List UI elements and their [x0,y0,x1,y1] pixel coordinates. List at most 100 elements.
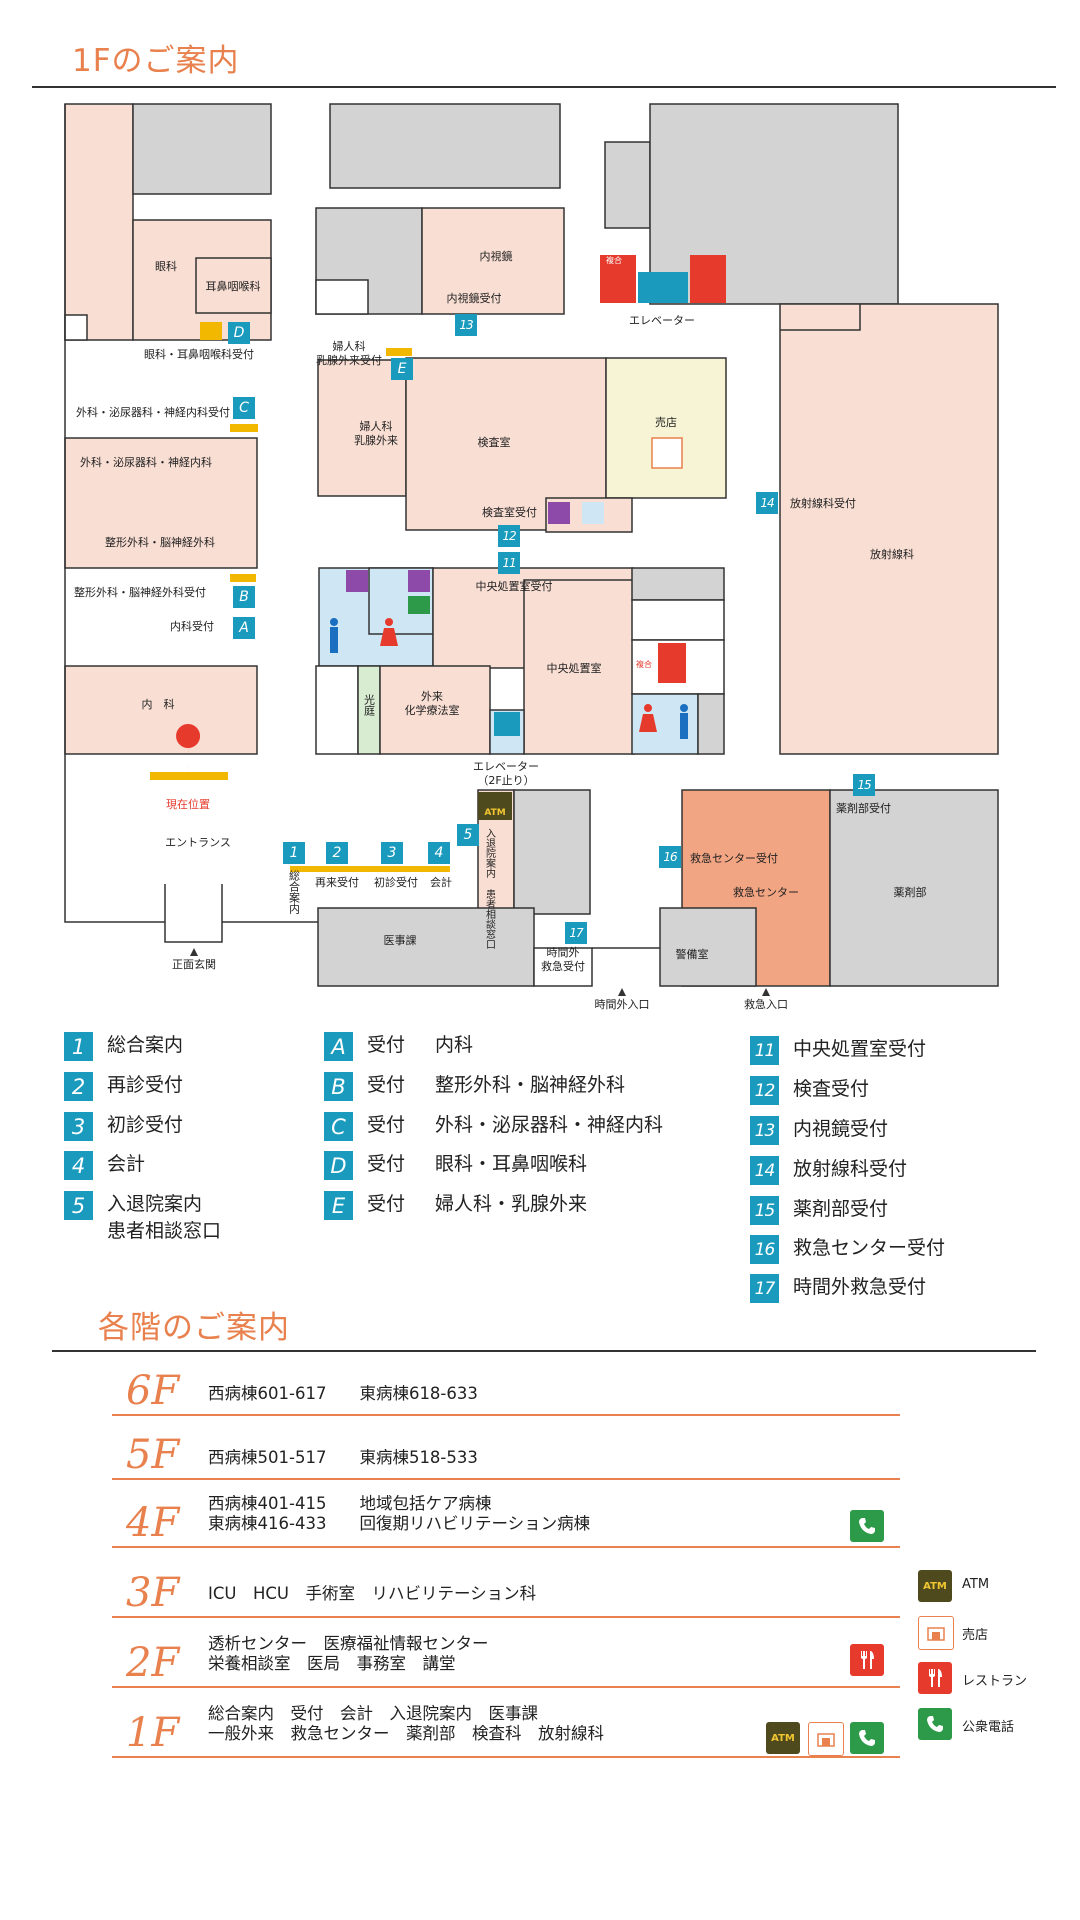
map-badge-D: D [228,322,250,344]
shop-icon [808,1722,844,1756]
label-yakuzai-uketsuke: 薬剤部受付 [836,802,891,815]
floor-number: 2F [126,1640,180,1686]
map-badge-16: 16 [659,846,681,868]
legend-text: 放射線科受付 [793,1158,908,1180]
legend-dept: 整形外科・脳神経外科 [435,1074,626,1096]
room-jikangai [533,947,593,987]
bench-fujinka [386,348,412,356]
label-seikei-uketsuke: 整形外科・脳神経外科受付 [74,586,206,599]
legend-badge: 5 [64,1191,93,1220]
legend-badge: 12 [750,1076,779,1105]
legend-badge: 13 [750,1116,779,1145]
legend-item: 1 総合案内 [64,1032,183,1061]
legend-text: 検査受付 [793,1078,870,1100]
stairs-nc [315,279,369,315]
label-kyukyu-iriguchi: 救急入口 [744,998,788,1011]
current-location-pin [176,724,201,778]
key-label-phone: 公衆電話 [962,1720,1015,1735]
elevator-fukugo-l [600,255,636,303]
arrow-kyukyu [762,988,770,996]
label-yakuzai: 薬剤部 [893,886,927,899]
map-badge-C: C [233,397,255,419]
label-kensashitsu: 検査室 [477,436,511,449]
legend-text: 薬剤部受付 [793,1198,889,1220]
map-badge-A: A [233,617,255,639]
label-kaikei: 会計 [430,876,452,889]
label-ganka-uketsuke: 眼科・耳鼻咽喉科受付 [144,348,254,361]
legend-item: 15 薬剤部受付 [750,1196,888,1225]
atm-icon-box [478,792,512,820]
floor-map-title: 1Fのご案内 [72,43,240,79]
baiten-icon-box [651,437,683,469]
label-chuo-uketsuke: 中央処置室受付 [475,580,553,593]
label-kyukyu: 救急センター [733,886,799,899]
elevator-fukugo-r [690,255,726,303]
label-gairai-kagaku: 外来 化学療法室 [404,690,460,717]
floor-row-4f: 4F 西病棟401-415 地域包括ケア病棟 東病棟416-433 回復期リハビ… [112,1494,900,1548]
label-naika-uketsuke: 内科受付 [170,620,214,633]
legend-label: 受付 [367,1034,406,1056]
stairs-central [315,665,359,755]
legend-label: 受付 [367,1153,406,1175]
wheelchair-icon-c1 [346,570,368,592]
legend-item: 4 会計 [64,1151,145,1180]
label-entrance: エントランス [165,836,231,849]
label-geka-uketsuke: 外科・泌尿器科・神経内科受付 [76,406,230,419]
arrow-shomen [190,948,198,956]
room-gairai-kagaku [379,665,491,755]
legend-item: 3 初診受付 [64,1112,183,1141]
restroom-icon-kensa [582,502,604,524]
label-hoshasen: 放射線科 [870,548,914,561]
label-atm-map: ATM [484,808,506,818]
legend-dept: 眼科・耳鼻咽喉科 [435,1153,588,1175]
legend-item: D 受付 眼科・耳鼻咽喉科 [324,1151,587,1180]
floor-row-2f: 2F 透析センター 医療福祉情報センター 栄養相談室 医局 事務室 講堂 [112,1634,900,1688]
floor-text-2: 東病棟416-433 回復期リハビリテーション病棟 [208,1514,591,1533]
floor-row-3f: 3F ICU HCU 手術室 リハビリテーション科 [112,1564,900,1618]
legend-text: 時間外救急受付 [793,1276,927,1298]
map-badge-12: 12 [498,525,520,547]
floor-number: 3F [126,1570,180,1616]
map-badge-E: E [391,358,413,380]
legend-badge: 14 [750,1156,779,1185]
room-naika [64,665,258,755]
floor-text: 透析センター 医療福祉情報センター [208,1634,489,1653]
legend-label: 受付 [367,1193,406,1215]
legend-text: 初診受付 [107,1114,184,1136]
legend-dept: 内科 [435,1034,474,1056]
legend-badge: 17 [750,1274,779,1303]
key-label-shop: 売店 [962,1628,989,1643]
label-jikangai-iriguchi: 時間外入口 [594,998,650,1011]
elevator-2f [494,712,520,736]
label-fukugo-c: 複合 [636,660,652,669]
legend-badge: C [324,1112,353,1141]
room-iji [317,907,535,987]
label-naika: 内 科 [141,698,175,711]
restaurant-icon [918,1662,952,1694]
legend-item: 13 内視鏡受付 [750,1116,888,1145]
legend-dept: 婦人科・乳腺外来 [435,1193,588,1215]
label-ganka: 眼科 [155,260,177,273]
map-badge-11: 11 [498,552,520,574]
legend-item: 5 入退院案内 患者相談窓口 [64,1191,221,1245]
label-chuo: 中央処置室 [546,662,602,675]
bench-seikei [230,574,256,582]
room-fujinka [317,359,407,497]
legend-item: 17 時間外救急受付 [750,1274,926,1303]
legend-badge: 16 [750,1235,779,1264]
map-badge-1: 1 [283,842,305,864]
map-badge-2: 2 [326,842,348,864]
floor-text: 西病棟601-617 東病棟618-633 [208,1384,478,1403]
bench-geka [230,424,258,432]
legend-badge: D [324,1151,353,1180]
wheelchair-icon-c2 [408,570,430,592]
legend-badge: 11 [750,1036,779,1065]
map-badge-3: 3 [381,842,403,864]
wheelchair-icon-kensa [548,502,570,524]
room-gray-c1 [631,567,725,601]
floor-map [64,103,999,996]
label-genzai: 現在位置 [166,798,210,811]
key-label-restaurant: レストラン [962,1674,1028,1689]
room-gray-top [329,103,561,189]
map-badge-4: 4 [428,842,450,864]
